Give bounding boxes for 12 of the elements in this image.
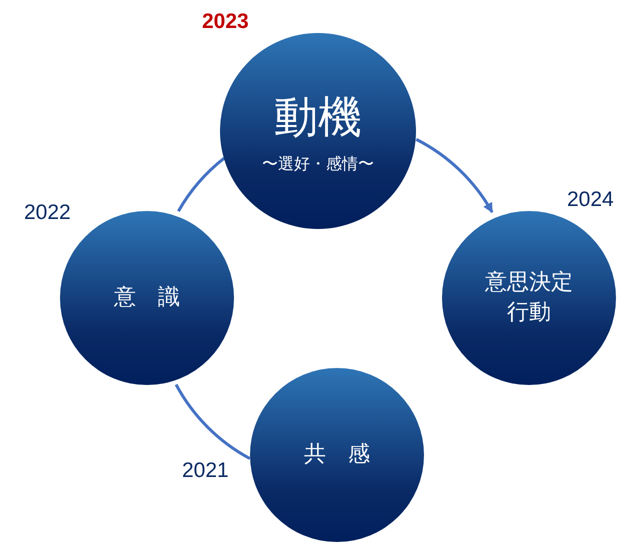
year-label: 2024	[567, 188, 614, 212]
node-title: 動機	[274, 90, 362, 144]
arrow	[416, 138, 494, 213]
year-label: 2021	[182, 459, 229, 483]
year-label: 2022	[24, 201, 71, 225]
connector-line	[177, 157, 226, 212]
node-title: 意 識	[114, 284, 180, 312]
connector-line	[174, 384, 251, 460]
year-label: 2023	[202, 10, 249, 34]
node-title: 意思決定行動	[484, 269, 574, 327]
node-subtitle: 〜選好・感情〜	[262, 152, 374, 174]
node-title: 共 感	[304, 441, 370, 470]
